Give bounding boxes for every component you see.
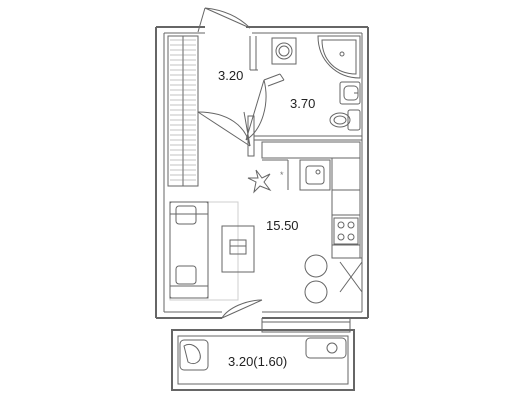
balcony-door xyxy=(221,299,263,319)
bathroom-door xyxy=(245,79,267,141)
svg-text:*: * xyxy=(280,170,284,180)
entrance-door xyxy=(197,7,251,33)
balcony-table-icon xyxy=(305,337,347,359)
room-area-balcony: 3.20(1.60) xyxy=(228,354,287,369)
hallway-partition xyxy=(249,36,285,87)
room-area-studio: 15.50 xyxy=(266,218,299,233)
bathroom-walls xyxy=(247,69,362,157)
chair-icon xyxy=(304,254,328,304)
shower-icon xyxy=(317,35,361,79)
balcony xyxy=(171,318,355,391)
room-area-bathroom: 3.70 xyxy=(290,96,315,111)
sink-icon xyxy=(339,81,361,105)
right-storage xyxy=(332,257,363,293)
plant-icon: * xyxy=(247,169,284,194)
stove-icon xyxy=(333,217,359,245)
sofa-icon xyxy=(169,201,209,299)
wardrobe-icon xyxy=(167,35,199,187)
kitchen-counter-icon xyxy=(261,141,361,259)
washing-machine-icon xyxy=(271,37,297,65)
outer-walls xyxy=(155,26,369,319)
room-area-hallway: 3.20 xyxy=(218,68,243,83)
toilet-icon xyxy=(329,109,361,131)
armchair-icon xyxy=(179,339,209,371)
hallway-door xyxy=(197,111,251,147)
rug xyxy=(169,201,239,301)
coffee-table-icon xyxy=(221,225,255,273)
